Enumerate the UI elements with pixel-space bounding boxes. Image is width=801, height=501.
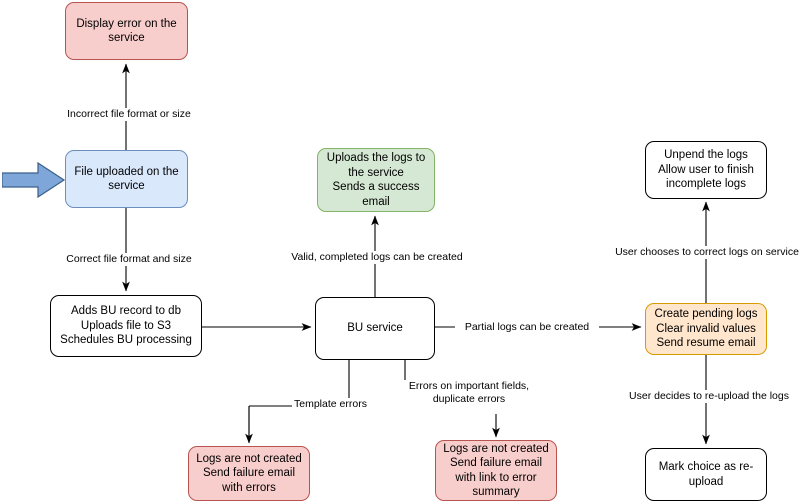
node-uploads-logs[interactable]: Uploads the logs to the service Sends a … bbox=[317, 148, 435, 212]
edge-label-user-corrects: User chooses to correct logs on service bbox=[607, 246, 801, 259]
node-create-pending-logs[interactable]: Create pending logs Clear invalid values… bbox=[645, 303, 767, 355]
node-logs-not-created-template[interactable]: Logs are not created Send failure email … bbox=[188, 446, 310, 501]
node-bu-service[interactable]: BU service bbox=[315, 297, 435, 360]
node-adds-bu-record[interactable]: Adds BU record to db Uploads file to S3 … bbox=[50, 295, 202, 357]
edge-label-user-reuploads: User decides to re-upload the logs bbox=[618, 390, 800, 403]
edge-label-valid-logs: Valid, completed logs can be created bbox=[281, 251, 473, 264]
edge-label-template-errors: Template errors bbox=[292, 398, 378, 411]
edge-label-incorrect-format: Incorrect file format or size bbox=[56, 108, 202, 121]
node-file-uploaded[interactable]: File uploaded on the service bbox=[65, 150, 188, 208]
node-unpend-logs[interactable]: Unpend the logs Allow user to finish inc… bbox=[645, 141, 767, 199]
node-logs-not-created-fields[interactable]: Logs are not created Send failure email … bbox=[435, 440, 557, 501]
input-arrow-icon bbox=[2, 162, 66, 198]
node-mark-choice-reupload[interactable]: Mark choice as re- upload bbox=[645, 448, 767, 501]
node-display-error[interactable]: Display error on the service bbox=[65, 2, 188, 60]
edge-label-important-fields: Errors on important fields, duplicate er… bbox=[395, 380, 543, 406]
edge-label-partial-logs: Partial logs can be created bbox=[455, 321, 599, 334]
edge-label-correct-format: Correct file format and size bbox=[56, 253, 202, 266]
